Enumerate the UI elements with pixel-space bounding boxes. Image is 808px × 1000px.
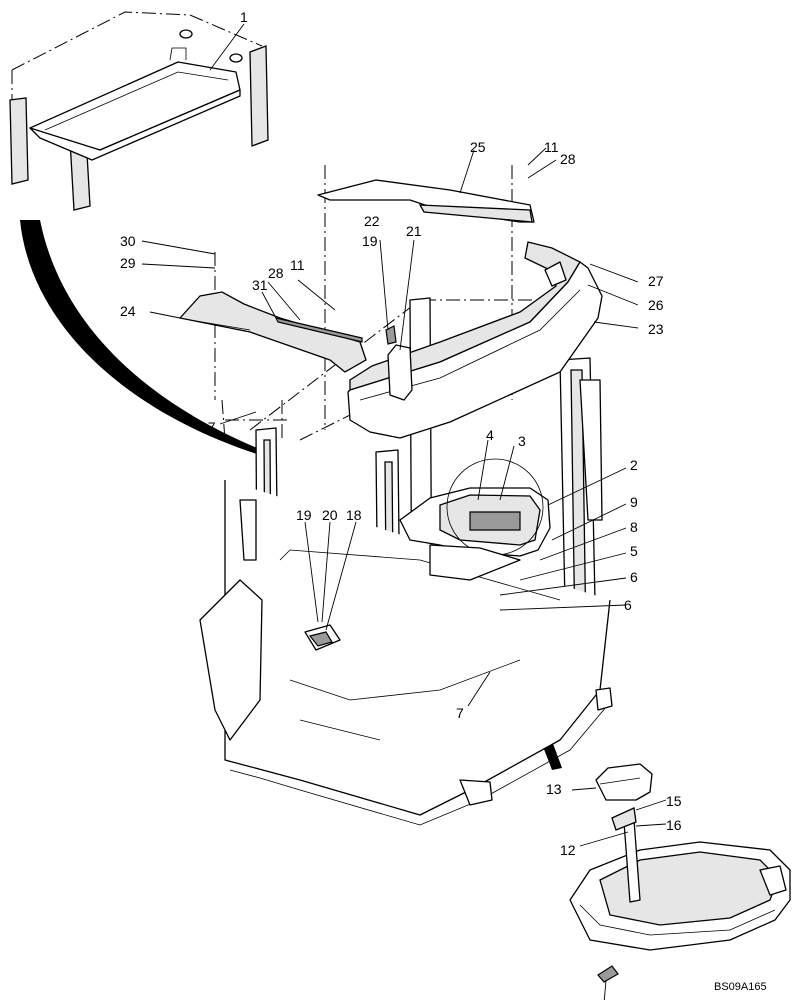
callout-26: 26 — [648, 297, 664, 313]
detail-connector-band — [20, 220, 262, 455]
part-22 — [385, 325, 397, 345]
callout-3: 3 — [518, 433, 526, 449]
callout-20: 20 — [322, 507, 338, 523]
leader-lines — [141, 23, 667, 1000]
callout-14: 14 — [592, 997, 608, 1000]
callout-29: 29 — [120, 255, 136, 271]
callout-28b: 28 — [268, 265, 284, 281]
callout-1: 1 — [240, 9, 248, 25]
control-armrest — [399, 458, 551, 581]
callout-22: 22 — [364, 213, 380, 229]
callout-23: 23 — [648, 321, 664, 337]
callout-18: 18 — [346, 507, 362, 523]
callout-25: 25 — [470, 139, 486, 155]
callout-6b: 6 — [624, 597, 632, 613]
drawing-code: BS09A165 — [714, 981, 767, 993]
callout-19b: 19 — [296, 507, 312, 523]
callout-17: 17 — [200, 419, 216, 435]
callout-15: 15 — [666, 793, 682, 809]
callout-2: 2 — [630, 457, 638, 473]
callout-24: 24 — [120, 303, 136, 319]
callout-16: 16 — [666, 817, 682, 833]
callout-9: 9 — [630, 494, 638, 510]
callout-11a: 11 — [544, 139, 559, 155]
seat-detail — [569, 763, 791, 983]
callout-27: 27 — [648, 273, 664, 289]
callout-8: 8 — [630, 519, 638, 535]
callout-19a: 19 — [362, 233, 378, 249]
callout-7: 7 — [456, 705, 464, 721]
callout-13: 13 — [546, 781, 562, 797]
callout-30: 30 — [120, 233, 136, 249]
callout-11b: 11 — [290, 257, 305, 273]
callout-12: 12 — [560, 842, 576, 858]
callout-4: 4 — [486, 427, 494, 443]
top-bracket — [317, 179, 535, 223]
callout-6a: 6 — [630, 569, 638, 585]
callout-labels: 1 2 3 4 5 6 6 7 8 9 11 11 12 13 14 15 16… — [120, 9, 682, 1000]
cab-frame — [199, 165, 613, 826]
tray-assembly — [9, 11, 269, 211]
left-arm-bracket — [178, 291, 367, 373]
callout-31: 31 — [252, 277, 268, 293]
callout-21: 21 — [406, 223, 422, 239]
part-21 — [387, 344, 413, 401]
callout-5: 5 — [630, 543, 638, 559]
callout-28a: 28 — [560, 151, 576, 167]
